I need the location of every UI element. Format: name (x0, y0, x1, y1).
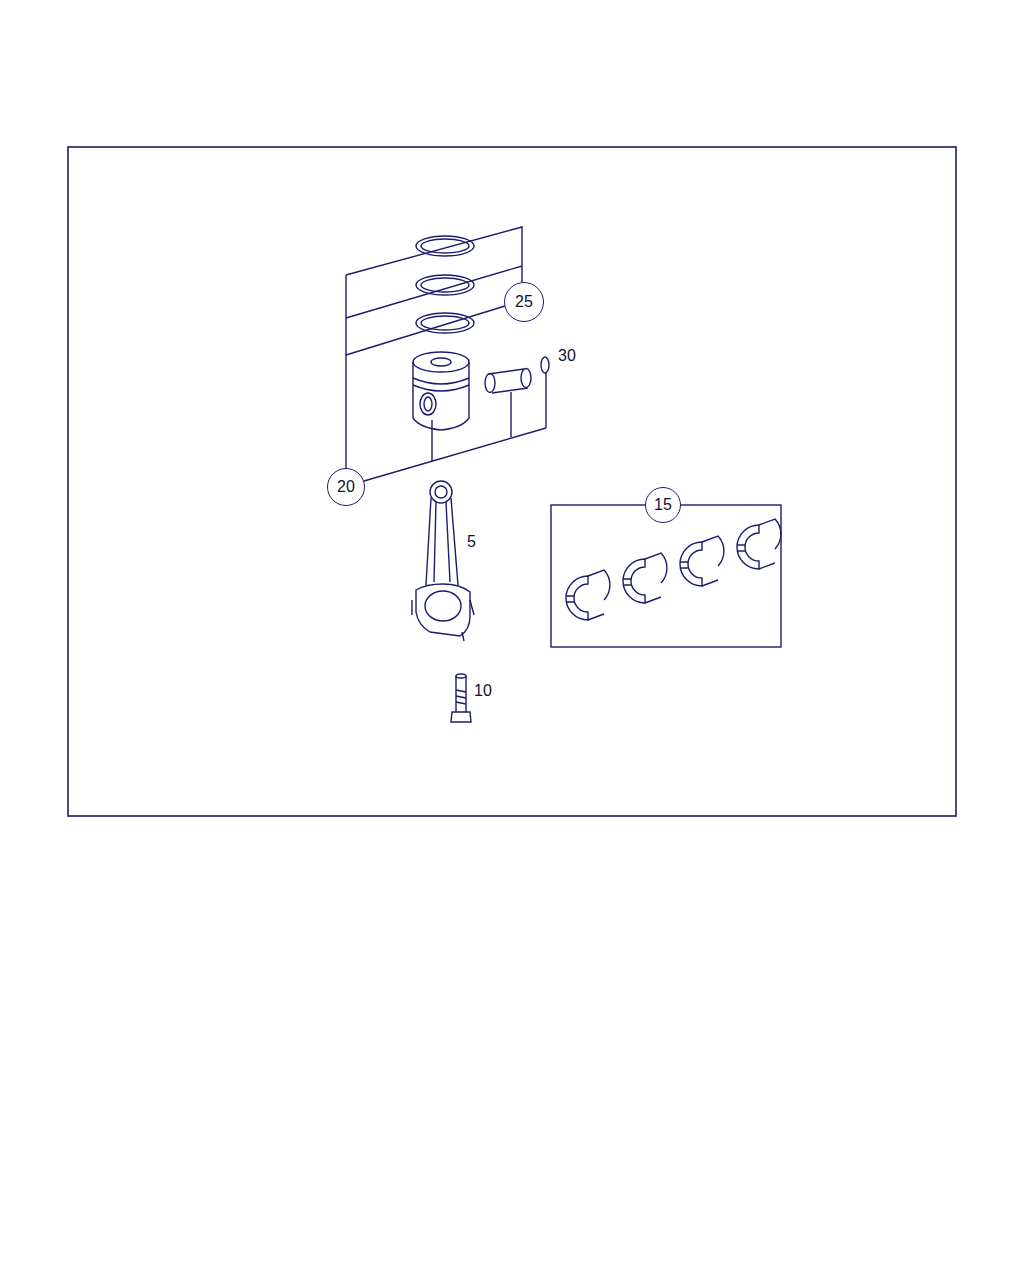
bearing-shell-edge (759, 519, 781, 569)
callout-number: 10 (473, 682, 493, 700)
callout-number: 15 (654, 497, 672, 513)
callout-number: 25 (515, 294, 533, 310)
bearing-notch (623, 579, 631, 585)
connecting-rod (412, 481, 474, 641)
callout-number: 30 (557, 347, 577, 365)
bearing-shell (737, 525, 759, 569)
bearing-shell-edge (645, 553, 667, 603)
frame (68, 147, 956, 816)
bearing-shell-edge (588, 570, 610, 620)
piston (413, 352, 469, 430)
bolt (451, 674, 471, 722)
bearing-notch (737, 545, 745, 551)
bearing-notch (566, 596, 574, 602)
piston-pin (485, 357, 549, 393)
bearing-shells (551, 505, 781, 647)
bearing-notch (680, 562, 688, 568)
callout-circle: 15 (645, 487, 681, 523)
bearing-shell (566, 576, 588, 620)
leader-lines (346, 226, 546, 481)
callout-number: 20 (337, 479, 355, 495)
callout-number: 5 (466, 533, 477, 551)
callout-circle: 25 (504, 282, 544, 322)
bearing-shell (680, 542, 702, 586)
callout-circle: 20 (327, 468, 365, 506)
bearing-shell-edge (702, 536, 724, 586)
bearing-shell (623, 559, 645, 603)
